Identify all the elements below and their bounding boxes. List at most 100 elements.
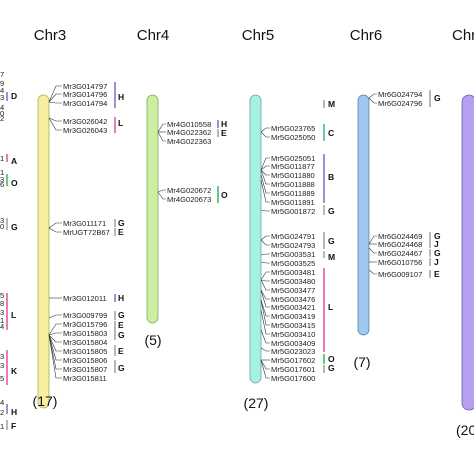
connector-line xyxy=(368,269,377,275)
gene-label: Mr3G015796 xyxy=(63,320,107,329)
connector-line xyxy=(260,289,270,308)
group-label-d: D xyxy=(11,91,17,101)
connector-line xyxy=(260,169,270,185)
gene-label: Mr5G024793 xyxy=(271,241,315,250)
group-label-o: O xyxy=(221,190,228,200)
connector-line xyxy=(48,222,62,229)
group-label-l: L xyxy=(328,302,333,312)
group-label-g: G xyxy=(118,363,125,373)
gene-label: Mr4G022363 xyxy=(167,137,211,146)
gene-label: Mr3G009799 xyxy=(63,311,107,320)
gene-label-fragment: 4 xyxy=(0,103,4,112)
gene-label: Mr6G024794 xyxy=(378,90,422,99)
gene-label-fragment: 7 xyxy=(0,70,4,79)
connector-line xyxy=(260,174,270,194)
gene-label: Mr5G003419 xyxy=(271,312,315,321)
gene-label: Mr5G001872 xyxy=(271,207,315,216)
group-label-f: F xyxy=(11,421,16,431)
gene-label-fragment: 0 xyxy=(0,109,4,118)
connector-line xyxy=(260,359,270,379)
gene-label: Mr6G024469 xyxy=(378,232,422,241)
chromosome-name-chr4: Chr4 xyxy=(137,27,170,44)
chromosome-chr6: Chr6(7)Mr6G024794Mr6G024796Mr6G024469Mr6… xyxy=(350,27,441,370)
gene-label-fragment: 6 xyxy=(0,180,4,189)
connector-line xyxy=(260,235,270,241)
gene-label-fragment: 4 xyxy=(0,322,4,331)
gene-label-fragment: 2 xyxy=(0,408,4,417)
gene-label: Mr3G026043 xyxy=(63,126,107,135)
gene-label: Mr4G020673 xyxy=(167,195,211,204)
connector-line xyxy=(260,253,270,256)
connector-line xyxy=(260,209,270,212)
gene-label: Mr5G003476 xyxy=(271,295,315,304)
connector-line xyxy=(48,117,62,122)
group-label-g: G xyxy=(328,206,335,216)
chromosome-name-chr6: Chr6 xyxy=(350,27,383,44)
gene-label: Mr5G003409 xyxy=(271,339,315,348)
gene-label: Mr3G015807 xyxy=(63,365,107,374)
group-label-e: E xyxy=(118,227,124,237)
gene-label: Mr6G010756 xyxy=(378,258,422,267)
group-label-b: B xyxy=(328,172,334,182)
gene-label: Mr5G024791 xyxy=(271,232,315,241)
group-label-m: M xyxy=(328,252,335,262)
connector-line xyxy=(157,131,166,142)
gene-label: Mr5G003421 xyxy=(271,303,315,312)
group-label-o: O xyxy=(328,354,335,364)
gene-label-fragment: 2 xyxy=(0,114,4,123)
connector-line xyxy=(260,299,270,326)
gene-label: Mr5G003415 xyxy=(271,321,315,330)
connector-line xyxy=(260,279,270,291)
gene-label: Mr5G003525 xyxy=(271,259,315,268)
connector-line xyxy=(260,131,270,138)
group-label-l: L xyxy=(118,118,123,128)
gene-label: Mr5G011889 xyxy=(271,189,315,198)
gene-label: Mr5G003481 xyxy=(271,268,315,277)
gene-count-chr3: (17) xyxy=(33,393,58,409)
group-label-h: H xyxy=(118,92,124,102)
gene-label-fragment: 3 xyxy=(0,361,4,370)
connector-line xyxy=(48,334,62,379)
gene-label: Mr5G011888 xyxy=(271,180,315,189)
gene-label-fragment: 1 xyxy=(0,168,4,177)
gene-label: Mr3G014796 xyxy=(63,90,107,99)
connector-line xyxy=(48,227,62,233)
gene-label: Mr5G017601 xyxy=(271,365,315,374)
gene-label-fragment: 9 xyxy=(0,79,4,88)
connector-line xyxy=(48,85,62,103)
gene-label: Mr3G012011 xyxy=(63,294,107,303)
connector-line xyxy=(157,191,166,200)
connector-line xyxy=(260,289,270,300)
gene-label: Mr5G003410 xyxy=(271,330,315,339)
group-label-e: E xyxy=(434,269,440,279)
gene-label: Mr3G011171 xyxy=(63,219,106,228)
gene-label-fragment: 3 xyxy=(0,175,4,184)
gene-label: Mr5G025051 xyxy=(271,154,315,163)
gene-label-fragment: 0 xyxy=(0,222,4,231)
gene-label: Mr4G020672 xyxy=(167,186,211,195)
gene-label-fragment: 1 xyxy=(0,316,4,325)
gene-label: Mr3G026042 xyxy=(63,117,107,126)
gene-label-fragment: 8 xyxy=(0,299,4,308)
group-label-k: K xyxy=(11,366,18,376)
gene-label: Mr3G015811 xyxy=(63,374,107,383)
connector-line xyxy=(48,93,62,103)
gene-label: Mr5G011880 xyxy=(271,171,315,180)
chromosome-bar-chr6 xyxy=(357,94,370,336)
gene-label-fragment: 1 xyxy=(0,154,4,163)
gene-label: Mr5G003477 xyxy=(271,286,315,295)
connector-line xyxy=(260,347,270,352)
group-label-e: E xyxy=(118,346,124,356)
chromosome-name-chr5: Chr5 xyxy=(242,27,275,44)
group-label-j: J xyxy=(434,257,439,267)
gene-label: Mr3G015805 xyxy=(63,347,107,356)
chromosome-chr5: Chr5(27)Mr5G023765Mr5G025050Mr5G025051Mr… xyxy=(242,27,335,411)
group-label-e: E xyxy=(118,320,124,330)
gene-label: Mr3G015804 xyxy=(63,338,107,347)
chromosome-name-chr3: Chr3 xyxy=(34,27,67,44)
chromosome-name-right-partial: Chr xyxy=(452,27,474,44)
connector-line xyxy=(368,93,377,99)
chromosome-bar-chr5 xyxy=(249,94,262,384)
